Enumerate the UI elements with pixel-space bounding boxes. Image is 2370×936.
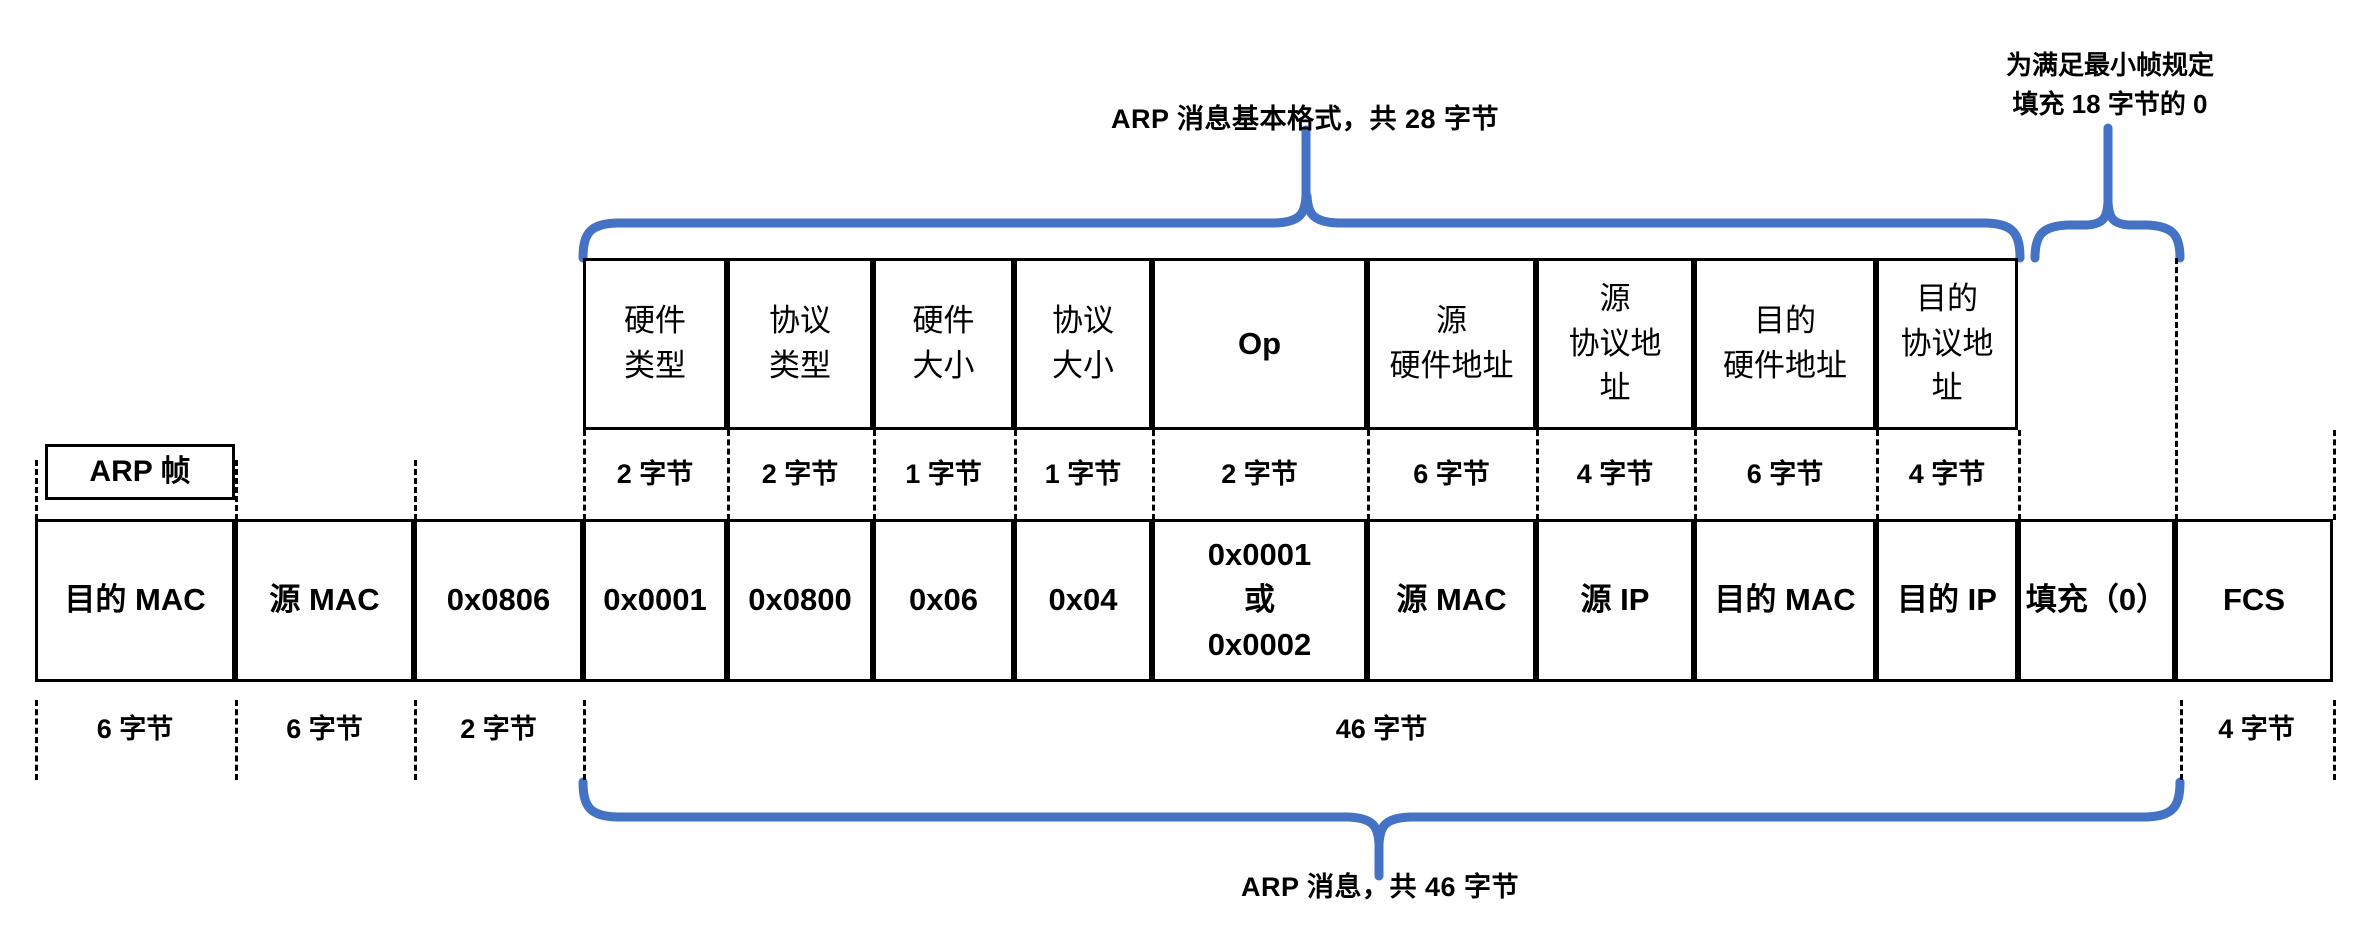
frame-cell-13: FCS bbox=[2175, 519, 2333, 682]
dash-guide-top-9 bbox=[2018, 430, 2021, 520]
arp-field-box-6: 源 协议地 址 bbox=[1536, 258, 1694, 430]
frame-cell-9: 源 IP bbox=[1536, 519, 1694, 682]
arp-message-format-title: ARP 消息基本格式，共 28 字节 bbox=[1110, 104, 1500, 135]
dash-guide-top-10 bbox=[2175, 258, 2178, 520]
dash-guide-left-0 bbox=[35, 460, 38, 520]
dash-guide-frame-0 bbox=[35, 700, 38, 780]
arp-field-size-5: 6 字节 bbox=[1413, 459, 1490, 490]
dash-guide-frame-3 bbox=[583, 700, 586, 780]
frame-cell-3: 0x0001 bbox=[583, 519, 727, 682]
frame-size-1: 6 字节 bbox=[286, 714, 363, 745]
frame-cell-7: 0x0001 或 0x0002 bbox=[1152, 519, 1367, 682]
dash-guide-frame-2 bbox=[414, 700, 417, 780]
frame-cell-4: 0x0800 bbox=[727, 519, 873, 682]
dash-guide-top-8 bbox=[1876, 430, 1879, 520]
arp-field-box-1: 协议 类型 bbox=[727, 258, 873, 430]
frame-cell-11: 目的 IP bbox=[1876, 519, 2018, 682]
dash-guide-top-11 bbox=[2333, 430, 2336, 520]
arp-field-size-2: 1 字节 bbox=[905, 459, 982, 490]
dash-guide-top-7 bbox=[1694, 430, 1697, 520]
dash-guide-left-1 bbox=[235, 460, 238, 520]
dash-guide-frame-1 bbox=[235, 700, 238, 780]
arp-field-size-1: 2 字节 bbox=[761, 459, 839, 490]
arp-field-size-0: 2 字节 bbox=[616, 459, 694, 490]
frame-size-3: 46 字节 bbox=[1335, 714, 1428, 745]
dash-guide-top-3 bbox=[1014, 430, 1017, 520]
arp-field-size-7: 6 字节 bbox=[1746, 459, 1824, 490]
arp-field-box-5: 源 硬件地址 bbox=[1367, 258, 1536, 430]
dash-guide-top-6 bbox=[1536, 430, 1539, 520]
frame-cell-1: 源 MAC bbox=[235, 519, 414, 682]
arp-message-caption: ARP 消息，共 46 字节 bbox=[1240, 872, 1520, 903]
frame-cell-10: 目的 MAC bbox=[1694, 519, 1876, 682]
dash-guide-top-5 bbox=[1367, 430, 1370, 520]
arp-field-box-7: 目的 硬件地址 bbox=[1694, 258, 1876, 430]
arp-field-box-0: 硬件 类型 bbox=[583, 258, 727, 430]
arp-field-box-4: Op bbox=[1152, 258, 1367, 430]
frame-cell-5: 0x06 bbox=[873, 519, 1014, 682]
dash-guide-top-1 bbox=[727, 430, 730, 520]
padding-note: 为满足最小帧规定 填充 18 字节的 0 bbox=[2005, 50, 2214, 119]
frame-cell-12: 填充（0） bbox=[2018, 519, 2175, 682]
frame-cell-6: 0x04 bbox=[1014, 519, 1152, 682]
arp-field-size-3: 1 字节 bbox=[1044, 459, 1122, 490]
arp-field-size-4: 2 字节 bbox=[1221, 459, 1298, 490]
dash-guide-frame-4 bbox=[2180, 700, 2183, 780]
frame-cell-2: 0x0806 bbox=[414, 519, 583, 682]
frame-size-2: 2 字节 bbox=[460, 714, 537, 745]
arp-field-box-8: 目的 协议地 址 bbox=[1876, 258, 2018, 430]
dash-guide-top-4 bbox=[1152, 430, 1155, 520]
arp-field-box-3: 协议 大小 bbox=[1014, 258, 1152, 430]
arp-field-box-2: 硬件 大小 bbox=[873, 258, 1014, 430]
dash-guide-top-0 bbox=[583, 430, 586, 520]
frame-cell-8: 源 MAC bbox=[1367, 519, 1536, 682]
frame-size-4: 4 字节 bbox=[2218, 714, 2295, 745]
dash-guide-top-2 bbox=[873, 430, 876, 520]
frame-cell-0: 目的 MAC bbox=[35, 519, 235, 682]
frame-size-0: 6 字节 bbox=[96, 714, 174, 745]
arp-field-size-6: 4 字节 bbox=[1576, 459, 1654, 490]
dash-guide-frame-5 bbox=[2333, 700, 2336, 780]
arp-field-size-8: 4 字节 bbox=[1908, 459, 1986, 490]
dash-guide-left-2 bbox=[414, 460, 417, 520]
arp-frame-tag: ARP 帧 bbox=[45, 444, 235, 500]
